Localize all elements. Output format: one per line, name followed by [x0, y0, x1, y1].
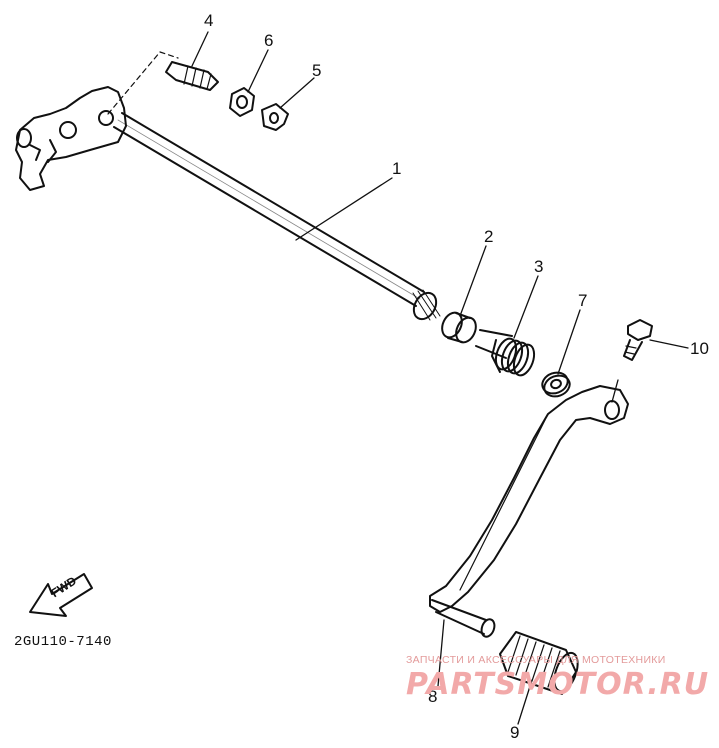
collar: [441, 311, 477, 344]
watermark-logo: PARTSMOTOR.RU: [406, 667, 710, 702]
stopper-bolt: [165, 61, 219, 91]
callout-7: 7: [578, 291, 588, 310]
watermark: ЗАПЧАСТИ И АКСЕССУАРЫ ДЛЯ МОТОТЕХНИКИ PA…: [406, 654, 716, 702]
washer: [541, 371, 571, 398]
shift-shaft: [113, 112, 441, 321]
callout-8: 8: [428, 687, 438, 706]
callout-10: 10: [690, 339, 709, 358]
assembly-leader: [107, 51, 179, 115]
callout-5: 5: [312, 61, 322, 80]
callout-6: 6: [264, 31, 274, 50]
nut: [229, 87, 255, 117]
fwd-arrow: [29, 573, 93, 617]
callout-3: 3: [534, 257, 544, 276]
torsion-spring: [475, 329, 536, 377]
shift-arm: [15, 86, 127, 191]
callout-4: 4: [204, 11, 214, 30]
drawing-code: 2GU110-7140: [14, 634, 112, 650]
watermark-tagline: ЗАПЧАСТИ И АКСЕССУАРЫ ДЛЯ МОТОТЕХНИКИ: [406, 654, 666, 666]
lock-washer: [261, 103, 289, 131]
pedal-rubber: [499, 631, 579, 695]
shift-pedal: [429, 385, 629, 638]
callout-2: 2: [484, 227, 494, 246]
callout-1: 1: [392, 159, 402, 178]
leader-lines: [191, 31, 689, 725]
callout-9: 9: [510, 723, 520, 742]
bolt: [623, 319, 653, 361]
